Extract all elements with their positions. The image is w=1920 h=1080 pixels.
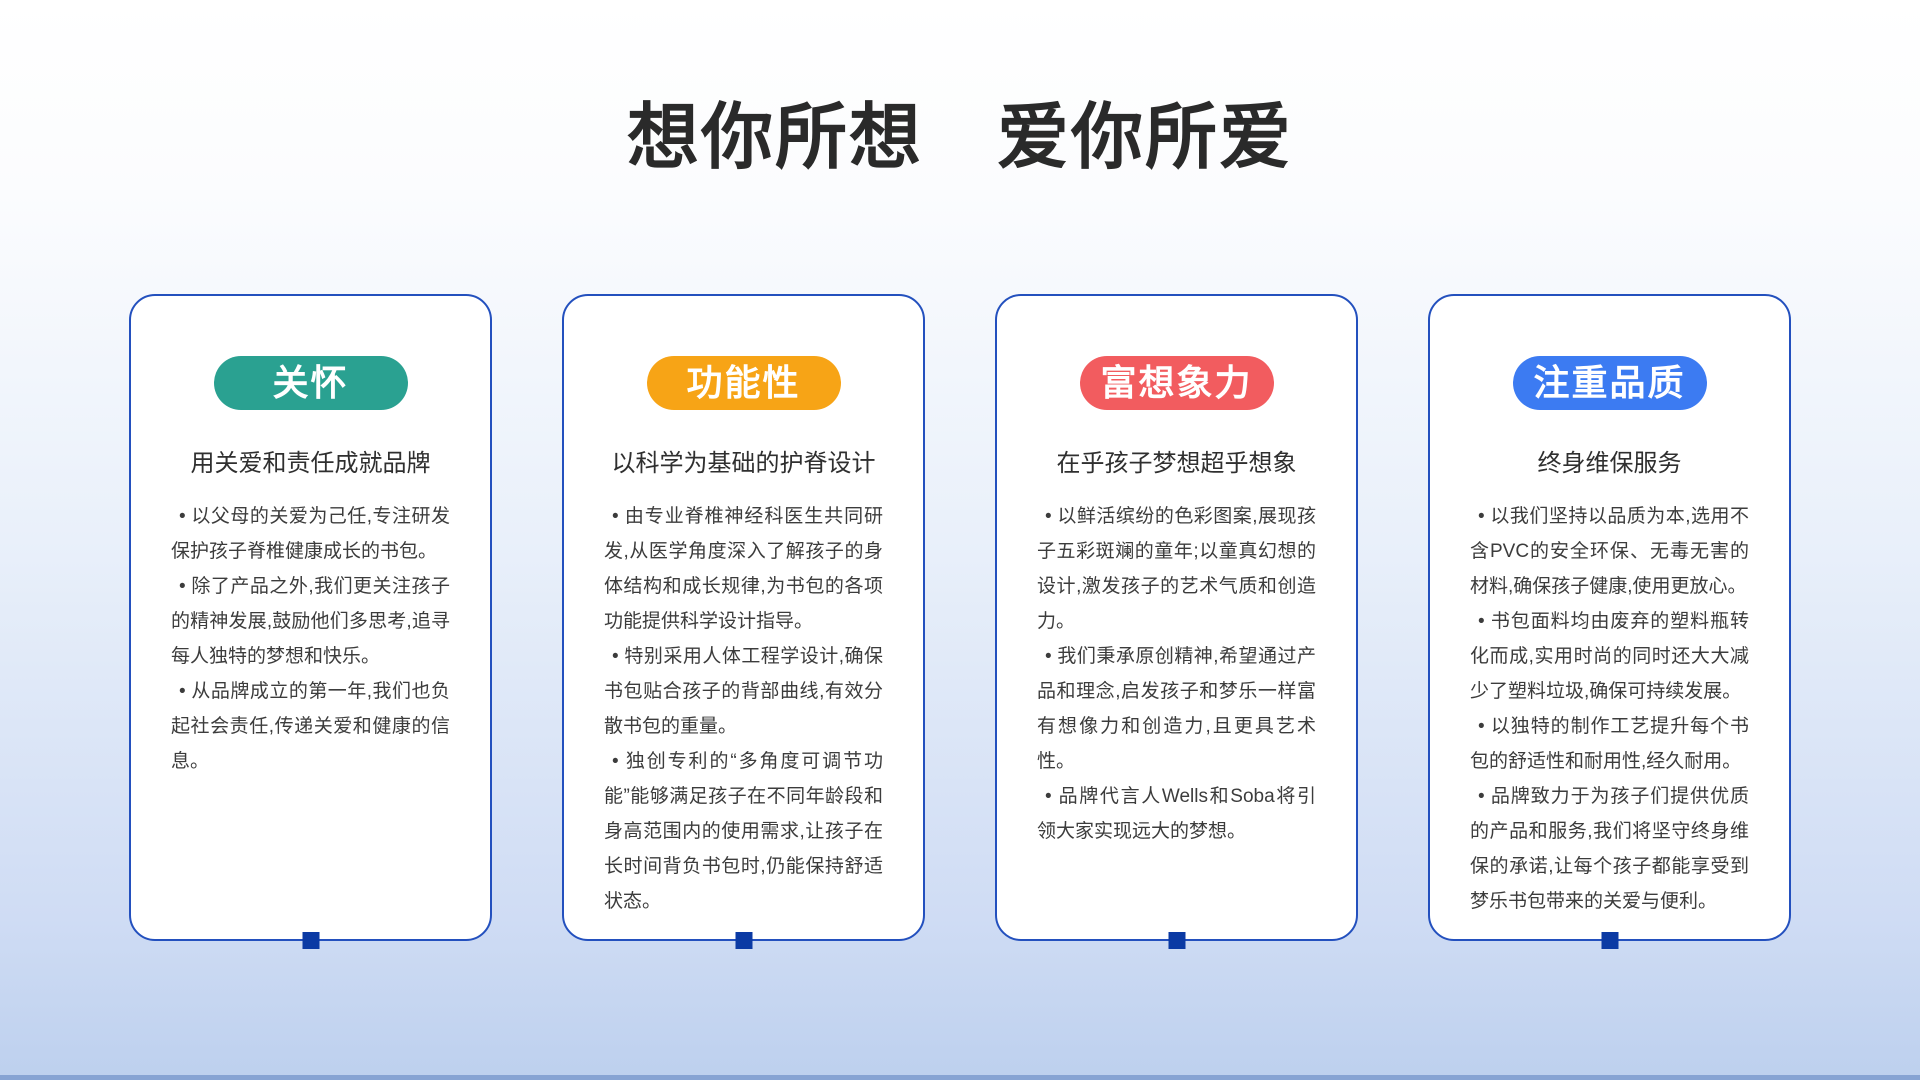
card-bullet: • 由专业脊椎神经科医生共同研发,从医学角度深入了解孩子的身体结构和成长规律,为… <box>604 506 883 632</box>
card-bullet: • 除了产品之外,我们更关注孩子的精神发展,鼓励他们多思考,追寻每人独特的梦想和… <box>171 576 450 667</box>
badge-wrap: 关怀 <box>131 356 490 410</box>
card-subtitle: 用关爱和责任成就品牌 <box>190 450 431 477</box>
card-bullet: • 特别采用人体工程学设计,确保书包贴合孩子的背部曲线,有效分散书包的重量。 <box>604 646 883 737</box>
feature-card-imagination: 富想象力 在乎孩子梦想超乎想象 • 以鲜活缤纷的色彩图案,展现孩子五彩斑斓的童年… <box>995 294 1358 949</box>
badge-wrap: 富想象力 <box>997 356 1356 410</box>
card-bullet: • 独创专利的“多角度可调节功能”能够满足孩子在不同年龄段和身高范围内的使用需求… <box>604 751 883 912</box>
feature-card-care: 关怀 用关爱和责任成就品牌 • 以父母的关爱为己任,专注研发保护孩子脊椎健康成长… <box>129 294 492 949</box>
feature-card-quality: 注重品质 终身维保服务 • 以我们坚持以品质为本,选用不含PVC的安全环保、无毒… <box>1428 294 1791 949</box>
card-bullet: • 书包面料均由废弃的塑料瓶转化而成,实用时尚的同时还大大减少了塑料垃圾,确保可… <box>1470 611 1749 702</box>
page-title: 想你所想 爱你所爱 <box>626 98 1293 178</box>
card-bullet: • 以我们坚持以品质为本,选用不含PVC的安全环保、无毒无害的材料,确保孩子健康… <box>1470 506 1749 597</box>
card-body: • 以父母的关爱为己任,专注研发保护孩子脊椎健康成长的书包。 • 除了产品之外,… <box>171 499 450 779</box>
card-subtitle: 终身维保服务 <box>1537 450 1682 477</box>
card-bullet: • 品牌代言人Wells和Soba将引领大家实现远大的梦想。 <box>1037 786 1316 842</box>
card-bullet: • 品牌致力于为孩子们提供优质的产品和服务,我们将坚守终身维保的承诺,让每个孩子… <box>1470 786 1749 912</box>
card-bottom-marker <box>735 932 752 949</box>
card-bullet: • 以鲜活缤纷的色彩图案,展现孩子五彩斑斓的童年;以童真幻想的设计,激发孩子的艺… <box>1037 506 1316 632</box>
card-subtitle: 以科学为基础的护脊设计 <box>611 450 876 477</box>
card-badge: 功能性 <box>646 356 841 410</box>
card-bullet: • 以父母的关爱为己任,专注研发保护孩子脊椎健康成长的书包。 <box>171 506 450 562</box>
card-bottom-marker <box>1168 932 1185 949</box>
cards-row: 关怀 用关爱和责任成就品牌 • 以父母的关爱为己任,专注研发保护孩子脊椎健康成长… <box>0 294 1920 949</box>
slide-bottom-edge <box>0 1075 1920 1080</box>
badge-wrap: 注重品质 <box>1430 356 1789 410</box>
card-badge: 注重品质 <box>1512 356 1707 410</box>
card-body: • 以我们坚持以品质为本,选用不含PVC的安全环保、无毒无害的材料,确保孩子健康… <box>1470 499 1749 919</box>
card-badge: 关怀 <box>213 356 408 410</box>
card-bullet: • 从品牌成立的第一年,我们也负起社会责任,传递关爱和健康的信息。 <box>171 681 450 772</box>
card-body: • 由专业脊椎神经科医生共同研发,从医学角度深入了解孩子的身体结构和成长规律,为… <box>604 499 883 919</box>
badge-wrap: 功能性 <box>564 356 923 410</box>
card-bullet: • 我们秉承原创精神,希望通过产品和理念,启发孩子和梦乐一样富有想像力和创造力,… <box>1037 646 1316 772</box>
card-bullet: • 以独特的制作工艺提升每个书包的舒适性和耐用性,经久耐用。 <box>1470 716 1749 772</box>
card-subtitle: 在乎孩子梦想超乎想象 <box>1056 450 1297 477</box>
card-body: • 以鲜活缤纷的色彩图案,展现孩子五彩斑斓的童年;以童真幻想的设计,激发孩子的艺… <box>1037 499 1316 849</box>
card-bottom-marker <box>302 932 319 949</box>
card-bottom-marker <box>1601 932 1618 949</box>
card-badge: 富想象力 <box>1079 356 1274 410</box>
feature-card-functionality: 功能性 以科学为基础的护脊设计 • 由专业脊椎神经科医生共同研发,从医学角度深入… <box>562 294 925 949</box>
